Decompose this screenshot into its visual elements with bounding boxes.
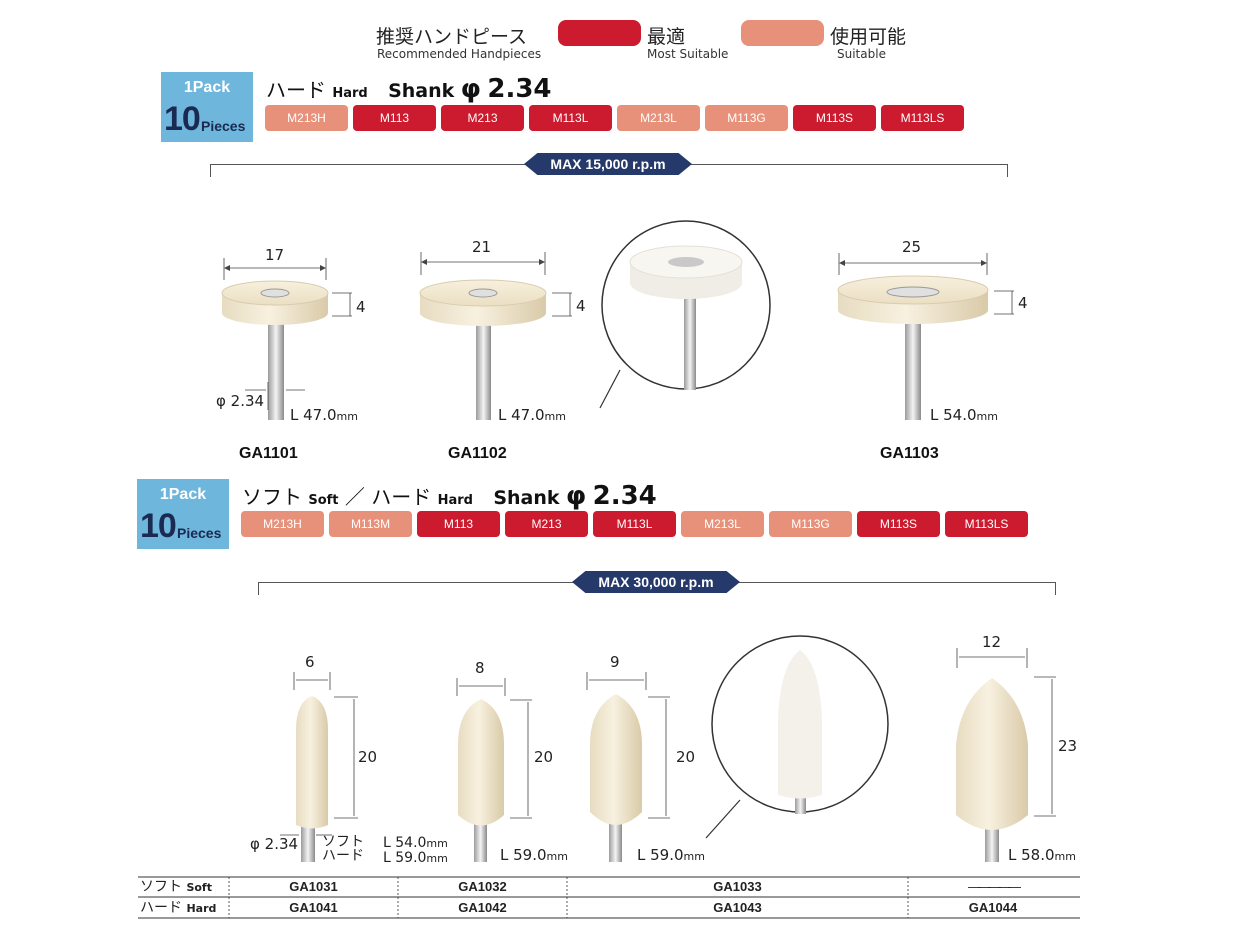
wheel-photo [599, 220, 771, 409]
shank-phi: φ [460, 74, 481, 104]
pack-badge-2: 1Pack 10 Pieces [137, 479, 229, 549]
handpiece-chip: M113 [353, 105, 436, 131]
dim-width: 12 [982, 633, 1002, 651]
product-code: GA1101 [239, 445, 298, 462]
handpiece-chip: M113LS [881, 105, 964, 131]
legend-ok-jp: 使用可能 [830, 26, 907, 48]
dim-height: 4 [1018, 294, 1028, 312]
shank-phi: φ [565, 481, 587, 511]
dim-height: 4 [576, 297, 586, 315]
hardness-en: Hard [332, 86, 368, 101]
table-cell: GA1032 [458, 879, 507, 894]
handpiece-chip: M113G [705, 105, 788, 131]
handpiece-chip: M213H [241, 511, 324, 537]
table-cell: GA1044 [968, 900, 1018, 915]
table-cell: GA1033 [713, 879, 762, 894]
dim-height: 20 [676, 748, 696, 766]
dim-width: 8 [475, 659, 485, 677]
handpiece-chip: M113G [769, 511, 852, 537]
table-cell: GA1043 [713, 900, 762, 915]
pack-top: 1Pack [159, 486, 207, 503]
dim-shank: φ 2.34 [216, 392, 265, 410]
legend-best-en: Most Suitable [647, 47, 729, 61]
dim-height: 20 [358, 748, 378, 766]
dim-length: L 59.0mm [637, 846, 705, 864]
handpiece-chip: M213 [441, 105, 524, 131]
shank-label: Shank [388, 80, 455, 102]
bullet-9 [586, 672, 670, 862]
soft-en: Soft [308, 493, 339, 508]
legend-title-en: Recommended Handpieces [377, 47, 542, 61]
section1-header: ハード Hard Shank φ 2.34 [266, 74, 552, 104]
handpiece-chip: M113M [329, 511, 412, 537]
handpiece-chip: M113S [793, 105, 876, 131]
handpiece-chip: M213H [265, 105, 348, 131]
dim-height: 23 [1058, 737, 1078, 755]
legend-title-jp: 推奨ハンドピース [376, 26, 528, 48]
wheel-ga1101 [221, 258, 352, 420]
wheel-ga1102 [419, 252, 572, 420]
bullet-8 [456, 678, 532, 862]
hard-jp: ハード [371, 485, 432, 509]
dim-width: 6 [305, 653, 315, 671]
dim-length: L 47.0mm [498, 406, 566, 424]
handpiece-chip: M113S [857, 511, 940, 537]
row-label-soft: ソフト Soft [140, 879, 212, 895]
legend-ok-swatch [741, 20, 824, 46]
handpiece-chip: M213L [617, 105, 700, 131]
dim-width: 17 [265, 246, 285, 264]
handpiece-chip: M113 [417, 511, 500, 537]
dim-height: 4 [356, 298, 366, 316]
dim-length-types: ソフトハード [322, 834, 364, 864]
pack-badge-1: 1Pack 10 Pieces [161, 72, 253, 142]
table-row-hard: ハード Hard GA1041 GA1042 GA1043 GA1044 [138, 898, 1080, 918]
dim-height: 20 [534, 748, 554, 766]
handpiece-chip: M113L [529, 105, 612, 131]
bullet-6 [280, 672, 358, 862]
rpm-tag-1: MAX 15,000 r.p.m [524, 153, 692, 175]
dim-shank: φ 2.34 [250, 835, 299, 853]
dim-length: L 47.0mm [290, 406, 358, 424]
dim-width: 9 [610, 653, 620, 671]
pack-pieces: Pieces [201, 118, 246, 134]
pack-count: 10 [164, 100, 201, 138]
table-cell: GA1031 [289, 879, 338, 894]
bullet-photo [705, 635, 889, 839]
section2-header: ソフト Soft ／ ハード Hard Shank φ 2.34 [242, 481, 657, 511]
legend-best-swatch [558, 20, 641, 46]
wheel-ga1103 [837, 253, 1014, 420]
dim-length: L 58.0mm [1008, 846, 1076, 864]
shank-value: 2.34 [592, 481, 657, 511]
product-code: GA1103 [880, 445, 939, 462]
legend-best-jp: 最適 [647, 26, 686, 48]
pack-count: 10 [140, 507, 177, 545]
table-cell: GA1041 [289, 900, 338, 915]
shank-label: Shank [493, 487, 560, 509]
table-cell: GA1042 [458, 900, 507, 915]
handpiece-chip: M213 [505, 511, 588, 537]
hardness-jp: ハード [266, 78, 326, 102]
dim-length: L 54.0mm [930, 406, 998, 424]
rpm-tag-2: MAX 30,000 r.p.m [572, 571, 740, 593]
slash: ／ [344, 485, 365, 509]
dim-length: L 59.0mm [500, 846, 568, 864]
handpiece-chip: M113LS [945, 511, 1028, 537]
pack-pieces: Pieces [177, 525, 222, 541]
handpiece-chip: M213L [681, 511, 764, 537]
dim-width: 21 [472, 238, 492, 256]
dim-width: 25 [902, 238, 922, 256]
table-row-soft: ソフト Soft GA1031 GA1032 GA1033 ――――― [138, 877, 1080, 897]
legend-ok-en: Suitable [837, 47, 886, 61]
bullet-12 [956, 648, 1056, 862]
hard-en: Hard [437, 493, 473, 508]
product-code: GA1102 [448, 445, 507, 462]
table-cell-empty: ――――― [968, 879, 1021, 894]
pack-top: 1Pack [183, 79, 231, 96]
handpiece-chip: M113L [593, 511, 676, 537]
row-label-hard: ハード Hard [140, 900, 217, 916]
shank-value: 2.34 [487, 74, 552, 104]
soft-jp: ソフト [242, 485, 302, 509]
